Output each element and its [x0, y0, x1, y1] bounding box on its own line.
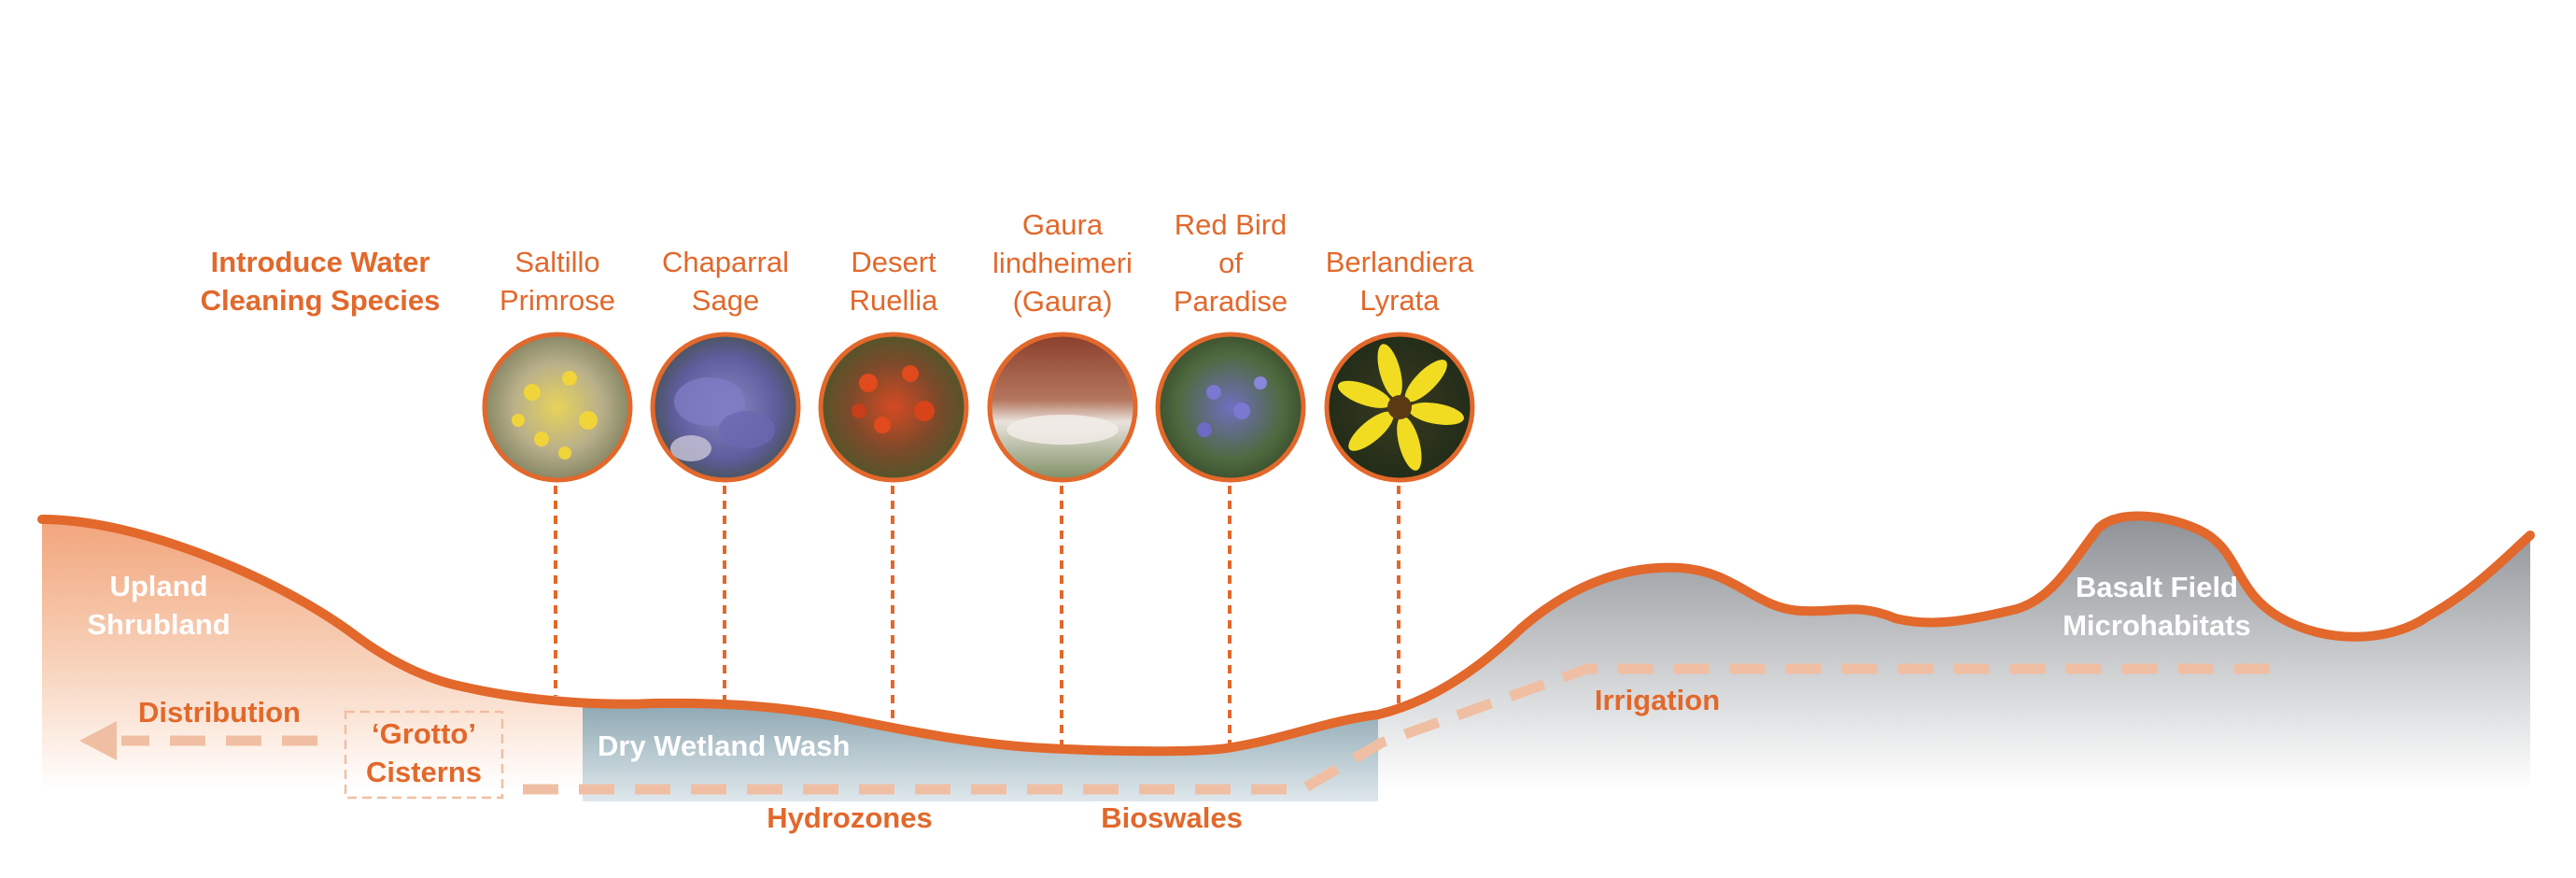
- white-gaura-photo: [987, 332, 1138, 483]
- zone-label-basalt-field: Basalt Field Microhabitats: [2062, 571, 2251, 642]
- species-heading: Introduce Water Cleaning Species: [200, 246, 441, 317]
- grotto-cistern-box: [344, 710, 504, 800]
- species-label-desert-ruellia: Desert Ruellia: [849, 246, 938, 317]
- species-label-chaparral-sage: Chaparral Sage: [661, 246, 790, 317]
- yellow-shrub-photo: [482, 332, 633, 483]
- label-grotto-cisterns: ‘Grotto’ Cisterns: [365, 717, 483, 788]
- basalt-field-area: [1378, 516, 2530, 789]
- yellow-daisy-photo: [1324, 332, 1475, 483]
- label-irrigation: Irrigation: [1594, 684, 1721, 716]
- hydrozone-pipe: [523, 663, 2283, 795]
- species-label-saltillo-primrose: Saltillo Primrose: [499, 246, 615, 317]
- zone-label-dry-wetland-wash: Dry Wetland Wash: [598, 729, 851, 762]
- label-hydrozones: Hydrozones: [767, 801, 933, 834]
- distribution-arrow-head: [79, 721, 117, 760]
- blue-flower-photo: [1155, 332, 1306, 483]
- species-label-red-bird-of-paradise: Red Bird of Paradise: [1173, 208, 1288, 318]
- label-bioswales: Bioswales: [1101, 801, 1243, 834]
- species-label-gaura: Gaura lindheimeri (Gaura): [992, 208, 1133, 318]
- purple-sage-photo: [650, 332, 801, 483]
- dry-wetland-wash-area: [583, 704, 1378, 801]
- ground-profile-line: [37, 511, 2535, 757]
- species-leader-lines: [554, 486, 1401, 747]
- zone-label-upland-shrubland: Upland Shrubland: [87, 570, 231, 641]
- upland-shrubland-area: [42, 519, 588, 789]
- red-flower-photo: [818, 332, 969, 483]
- species-label-berlandiera-lyrata: Berlandiera Lyrata: [1325, 246, 1474, 317]
- label-distribution: Distribution: [138, 696, 301, 729]
